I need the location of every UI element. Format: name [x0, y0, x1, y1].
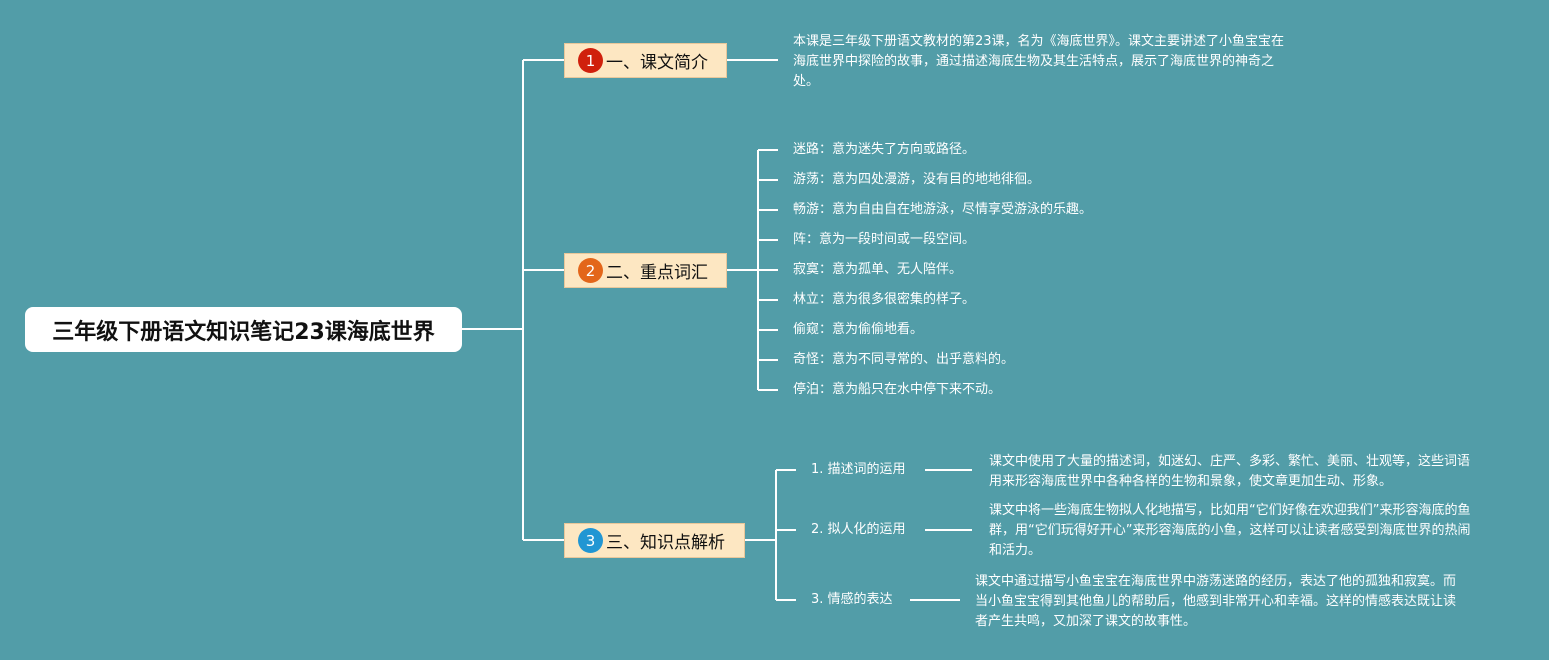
badge-1-icon: 1 [578, 48, 603, 73]
badge-3-icon: 3 [578, 528, 603, 553]
vocab-item: 游荡：意为四处漫游，没有目的地地徘徊。 [793, 172, 1041, 187]
vocab-item: 林立：意为很多很密集的样子。 [793, 292, 976, 307]
branch-vocab[interactable]: 2 二、重点词汇 [564, 253, 727, 288]
branch-points[interactable]: 3 三、知识点解析 [564, 523, 745, 558]
point-2-text: 课文中将一些海底生物拟人化地描写，比如用“它们好像在欢迎我们”来形容海底的鱼群，… [989, 503, 1471, 558]
vocab-item: 寂寞：意为孤单、无人陪伴。 [793, 262, 963, 277]
point-1-title: 1. 描述词的运用 [811, 462, 906, 477]
branch-intro[interactable]: 1 一、课文简介 [564, 43, 727, 78]
branch-points-label: 三、知识点解析 [606, 533, 725, 553]
intro-text: 本课是三年级下册语文教材的第23课，名为《海底世界》。课文主要讲述了小鱼宝宝在海… [793, 34, 1285, 89]
vocab-item: 畅游：意为自由自在地游泳，尽情享受游泳的乐趣。 [793, 202, 1093, 217]
branch-vocab-label: 二、重点词汇 [606, 263, 708, 283]
point-3-title: 3. 情感的表达 [811, 592, 893, 607]
vocab-item: 迷路：意为迷失了方向或路径。 [793, 142, 976, 157]
vocab-item: 阵：意为一段时间或一段空间。 [793, 232, 976, 247]
vocab-item: 偷窥：意为偷偷地看。 [793, 322, 924, 337]
badge-2-icon: 2 [578, 258, 603, 283]
vocab-item: 奇怪：意为不同寻常的、出乎意料的。 [793, 352, 1015, 367]
point-2-title: 2. 拟人化的运用 [811, 522, 906, 537]
point-1-text: 课文中使用了大量的描述词，如迷幻、庄严、多彩、繁忙、美丽、壮观等，这些词语用来形… [989, 454, 1471, 489]
vocab-item: 停泊：意为船只在水中停下来不动。 [793, 382, 1002, 397]
branch-intro-label: 一、课文简介 [606, 53, 708, 73]
point-3-text: 课文中通过描写小鱼宝宝在海底世界中游荡迷路的经历，表达了他的孤独和寂寞。而当小鱼… [975, 574, 1457, 629]
root-topic[interactable]: 三年级下册语文知识笔记23课海底世界 [25, 307, 462, 352]
root-title: 三年级下册语文知识笔记23课海底世界 [52, 319, 435, 345]
